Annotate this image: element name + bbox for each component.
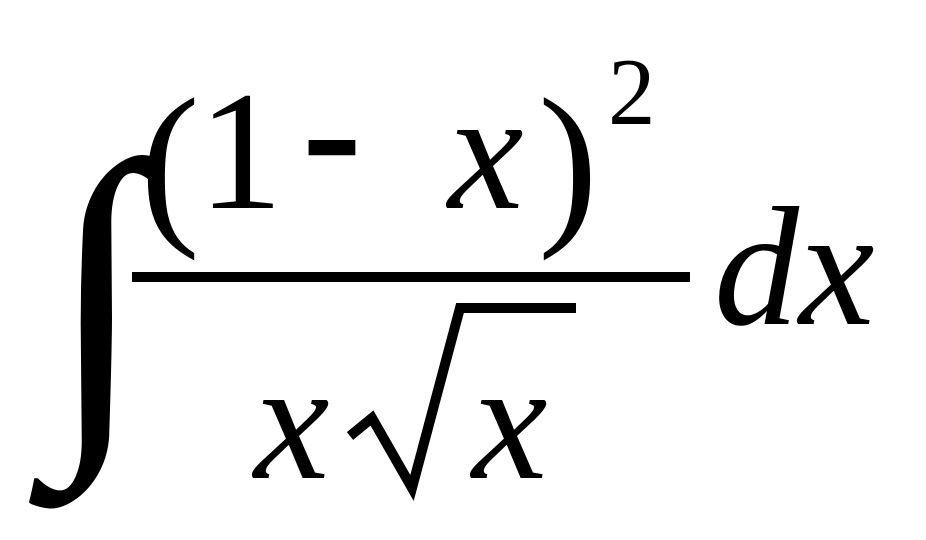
numerator-exponent: 2 — [608, 39, 656, 145]
denominator-x: x — [251, 327, 329, 515]
fraction-bar — [132, 272, 690, 282]
numerator-one: 1 — [198, 57, 283, 245]
denominator-radicand: x — [469, 327, 547, 515]
numerator-minus: - — [302, 30, 362, 229]
differential-dx: dx — [714, 173, 874, 361]
numerator-x: x — [445, 57, 523, 245]
numerator-open-paren: ( — [140, 62, 200, 261]
numerator-close-paren: ) — [538, 62, 598, 261]
integral-sign: ∫ — [26, 91, 167, 513]
radical-sign — [346, 303, 576, 502]
